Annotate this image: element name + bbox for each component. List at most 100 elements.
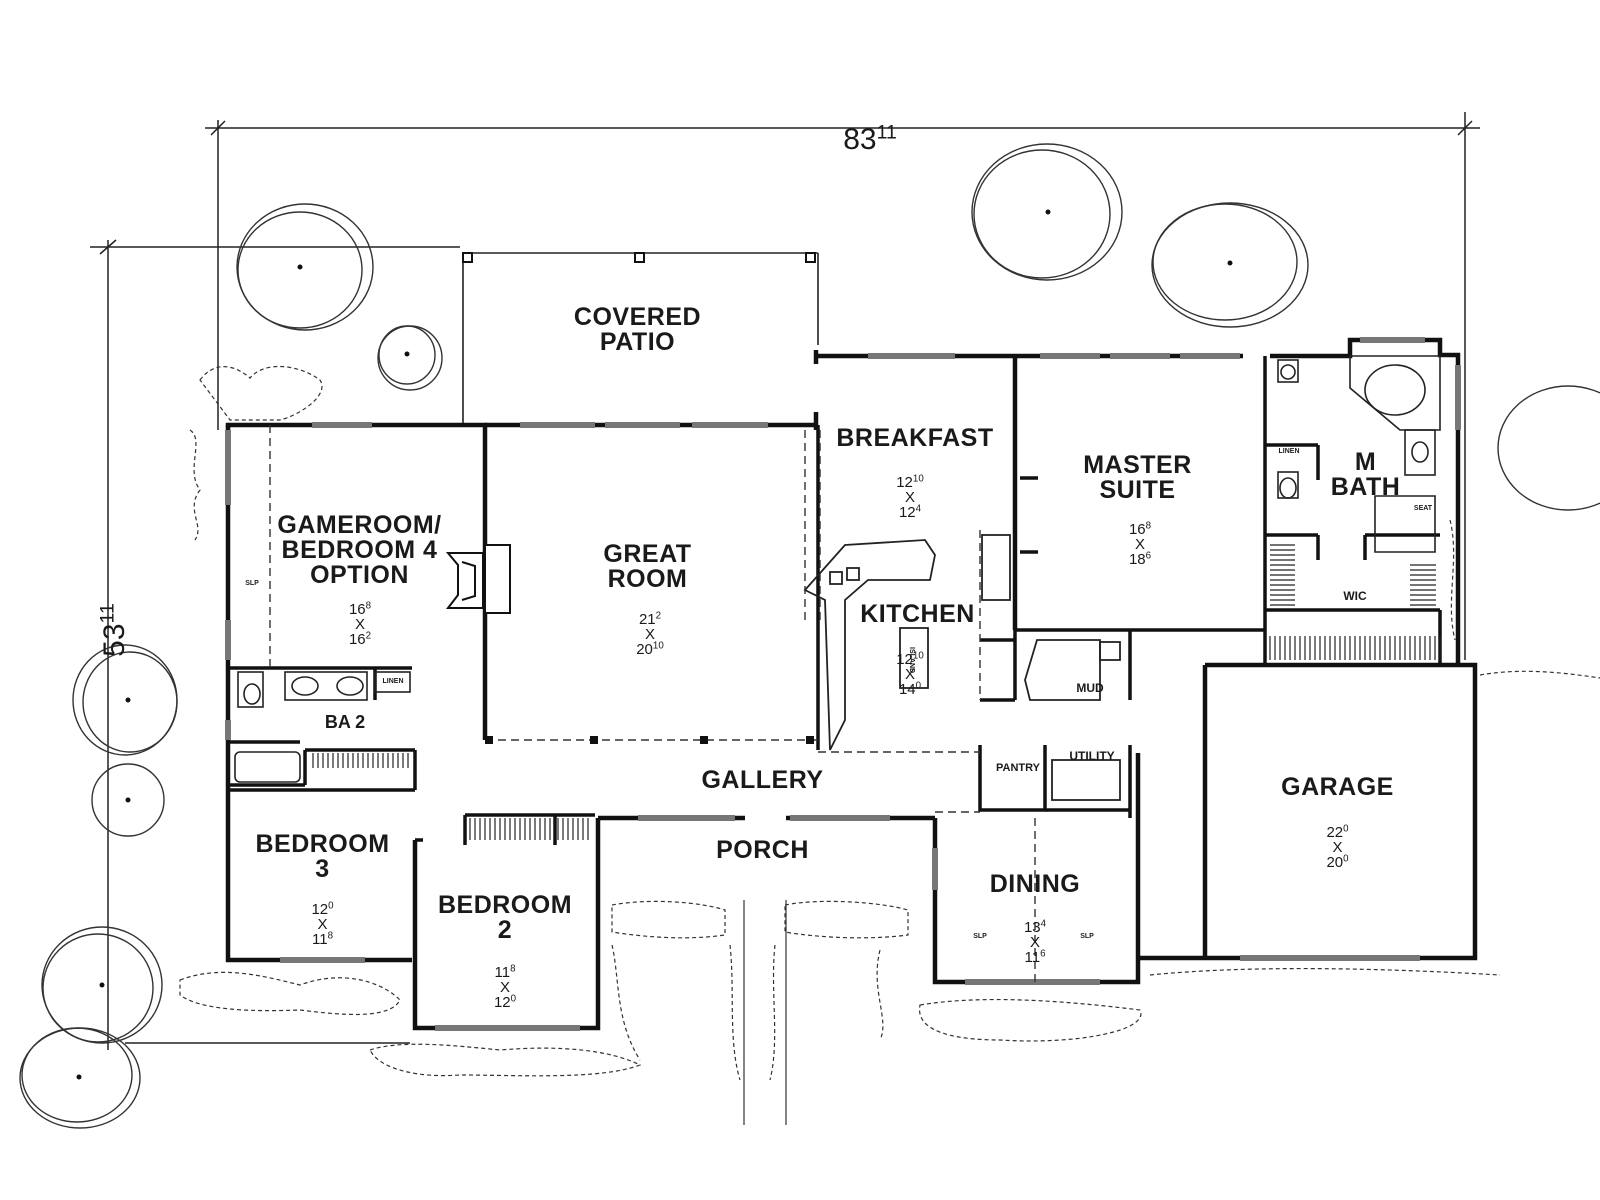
bedroom2-h: 12: [493, 994, 511, 1011]
gallery-label: GALLERY: [701, 766, 824, 794]
gameroom-w-sup: 8: [365, 600, 372, 612]
garage-h: 20: [1326, 854, 1344, 871]
great-room-w-sup: 2: [655, 610, 662, 622]
dining-h-sup: 6: [1040, 948, 1046, 960]
kitchen-w: 12: [896, 651, 913, 668]
gameroom-dims: 168 X 162: [295, 587, 425, 647]
dining-h: 11: [1024, 949, 1041, 966]
great-room-w: 21: [638, 611, 656, 628]
overall-depth-label: 5311: [70, 570, 131, 690]
breakfast-w: 12: [896, 474, 913, 491]
great-room-h: 20: [636, 641, 653, 658]
bedroom2-label: BEDROOM 2: [437, 891, 573, 944]
windows: [225, 337, 1461, 1031]
porch-label: PORCH: [716, 836, 809, 864]
great-room-x: X: [644, 626, 655, 643]
kitchen-w-sup: 10: [912, 650, 924, 662]
bedroom3-dims: 120 X 118: [260, 887, 385, 947]
ba2-label: BA 2: [324, 712, 366, 732]
kitchen-label: KITCHEN: [860, 600, 975, 628]
patio-posts: [462, 252, 816, 263]
garage-w-sup: 0: [1343, 823, 1349, 835]
dining-dims: 134 X 116: [970, 905, 1100, 965]
master-suite-dims: 168 X 186: [1075, 507, 1205, 567]
garage-x: X: [1332, 839, 1343, 856]
breakfast-h-sup: 4: [915, 503, 922, 515]
slp-dining-left-label: SLP: [973, 933, 987, 940]
bedroom2-x: X: [499, 979, 510, 996]
overall-width-label: 8311: [810, 95, 930, 155]
wic-label: WIC: [1343, 589, 1367, 603]
great-room-dims: 212 X 2010: [585, 597, 715, 657]
garage-dims: 220 X 200: [1275, 810, 1400, 870]
covered-patio-label: COVERED PATIO: [573, 303, 702, 356]
mud-label: MUD: [1076, 681, 1104, 695]
kitchen-dims: 1210 X 140: [850, 637, 970, 697]
landscape-trees: [19, 143, 1600, 1129]
gameroom-x: X: [354, 616, 365, 633]
overall-width-sup: 11: [876, 121, 897, 144]
overall-width-value: 83: [843, 123, 877, 156]
bedroom3-h: 11: [311, 931, 328, 948]
master-suite-h-sup: 6: [1145, 550, 1152, 562]
bedroom3-w-sup: 0: [328, 900, 334, 912]
kitchen-counters: [803, 534, 1121, 801]
slp-game-label: SLP: [245, 580, 259, 587]
bedroom2-dims: 118 X 120: [440, 950, 570, 1010]
walkway: [743, 900, 787, 1125]
overall-depth-value: 53: [98, 623, 131, 657]
closet-hatching: [312, 544, 1441, 840]
utility-label: UTILITY: [1069, 749, 1115, 763]
shrubs: [179, 366, 1600, 1081]
breakfast-label: BREAKFAST: [836, 424, 994, 452]
master-suite-label: MASTER SUITE: [1083, 451, 1192, 504]
gameroom-h: 16: [348, 631, 366, 648]
kitchen-x: X: [904, 666, 915, 683]
bedroom3-label: BEDROOM 3: [255, 830, 390, 883]
great-room-posts: [485, 736, 814, 744]
dining-w-sup: 4: [1040, 918, 1047, 930]
dining-w: 13: [1023, 919, 1041, 936]
dining-x: X: [1029, 934, 1040, 951]
bedroom3-w: 12: [311, 901, 329, 918]
gameroom-h-sup: 2: [365, 630, 372, 642]
breakfast-x: X: [904, 489, 915, 506]
slp-dining-right-label: SLP: [1080, 933, 1094, 940]
linen-bath-label: LINEN: [382, 678, 404, 685]
overall-depth-sup: 11: [96, 603, 119, 624]
great-room-h-sup: 10: [652, 640, 664, 652]
master-suite-w: 16: [1128, 521, 1146, 538]
breakfast-w-sup: 10: [912, 473, 924, 485]
master-bath-fixtures: [1277, 355, 1441, 553]
dashed-openings: [269, 425, 1036, 982]
garage-h-sup: 0: [1343, 853, 1349, 865]
gameroom-w: 16: [348, 601, 366, 618]
garage-label: GARAGE: [1281, 773, 1394, 801]
fireplace: [445, 544, 511, 614]
bedroom2-w-sup: 8: [510, 963, 516, 975]
island-label: ISLAND: [908, 646, 915, 674]
great-room-label: GREAT ROOM: [603, 540, 692, 593]
bath2-fixtures: [234, 671, 411, 783]
breakfast-dims: 1210 X 124: [845, 460, 975, 520]
m-bath-label: M BATH: [1330, 448, 1401, 501]
gameroom-label: GAMEROOM/ BEDROOM 4 OPTION: [277, 511, 442, 589]
master-suite-x: X: [1134, 536, 1145, 553]
interior-walls: [228, 356, 1442, 845]
pantry-label: PANTRY: [996, 762, 1040, 774]
breakfast-h: 12: [898, 504, 916, 521]
kitchen-h: 14: [898, 681, 916, 698]
master-suite-h: 18: [1128, 551, 1146, 568]
dimension-lines: [90, 112, 1480, 1050]
bedroom3-x: X: [317, 916, 328, 933]
linen-master-label: LINEN: [1278, 448, 1300, 455]
bedroom2-w: 11: [494, 964, 511, 981]
bedroom3-h-sup: 8: [327, 930, 333, 942]
bedroom2-h-sup: 0: [510, 993, 517, 1005]
garage-w: 22: [1326, 824, 1344, 841]
dining-label: DINING: [989, 870, 1081, 898]
seat-label: SEAT: [1413, 505, 1433, 512]
master-suite-w-sup: 8: [1145, 520, 1152, 532]
kitchen-h-sup: 0: [915, 680, 922, 692]
